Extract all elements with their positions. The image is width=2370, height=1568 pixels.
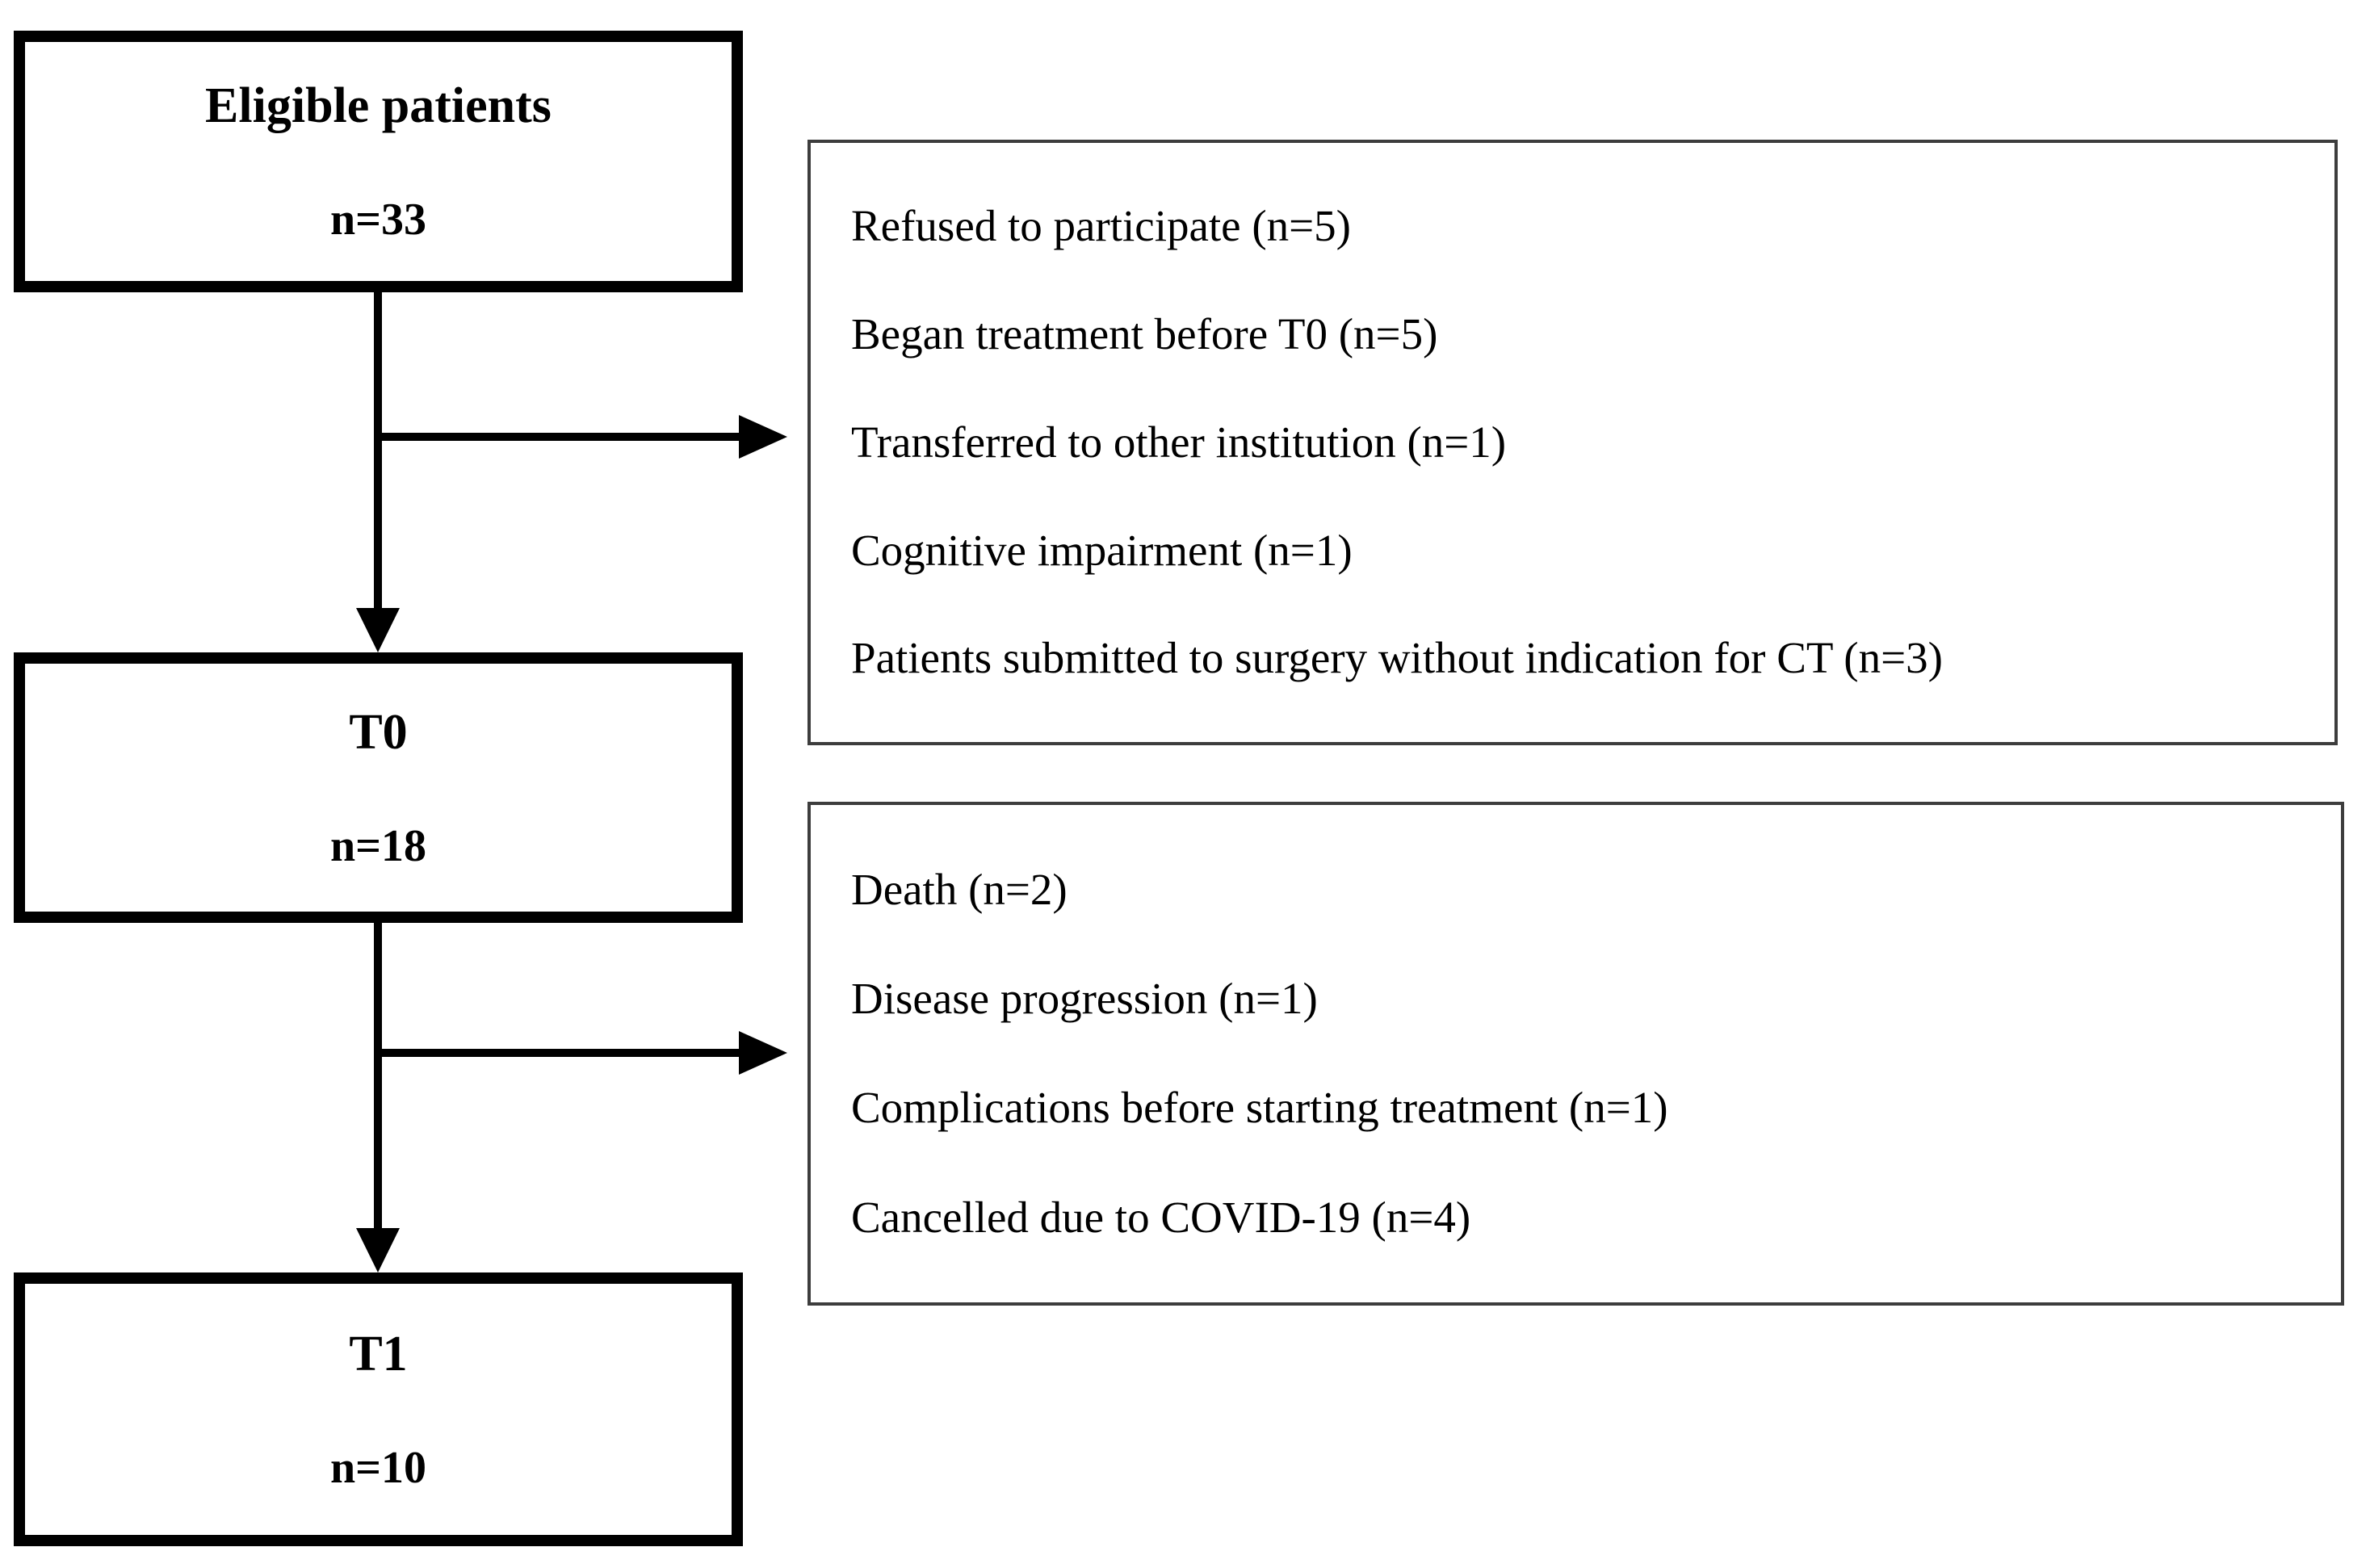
connector-branch-exclusions-1	[378, 433, 739, 441]
exclusion-item: Transferred to other institution (n=1)	[851, 417, 1507, 467]
node-title: T1	[349, 1326, 408, 1381]
exclusion-item: Began treatment before T0 (n=5)	[851, 309, 1438, 358]
arrow-down-icon	[356, 608, 400, 652]
node-eligible-patients: Eligible patients n=33	[14, 31, 743, 292]
exclusion-panel-before-t0: Refused to participate (n=5) Began treat…	[807, 140, 2338, 745]
exclusion-item: Death (n=2)	[851, 864, 1068, 914]
node-title: T0	[349, 704, 408, 760]
node-title: Eligible patients	[205, 78, 552, 133]
arrow-down-icon	[356, 1228, 400, 1272]
exclusion-panel-before-t1: Death (n=2) Disease progression (n=1) Co…	[807, 802, 2344, 1306]
connector-t0-to-t1	[374, 923, 382, 1228]
node-count: n=33	[329, 195, 427, 245]
node-t1: T1 n=10	[14, 1272, 743, 1546]
node-count: n=18	[329, 820, 427, 871]
node-t0: T0 n=18	[14, 652, 743, 923]
exclusion-item: Disease progression (n=1)	[851, 974, 1318, 1024]
exclusion-item: Cognitive impairment (n=1)	[851, 525, 1353, 575]
exclusion-item: Complications before starting treatment …	[851, 1083, 1668, 1133]
exclusion-item: Cancelled due to COVID-19 (n=4)	[851, 1192, 1471, 1242]
connector-eligible-to-t0	[374, 292, 382, 608]
exclusion-item: Patients submitted to surgery without in…	[851, 633, 1943, 683]
connector-branch-exclusions-2	[378, 1049, 739, 1057]
node-count: n=10	[329, 1442, 427, 1493]
arrow-right-icon	[739, 1031, 787, 1075]
arrow-right-icon	[739, 415, 787, 459]
exclusion-item: Refused to participate (n=5)	[851, 201, 1351, 251]
